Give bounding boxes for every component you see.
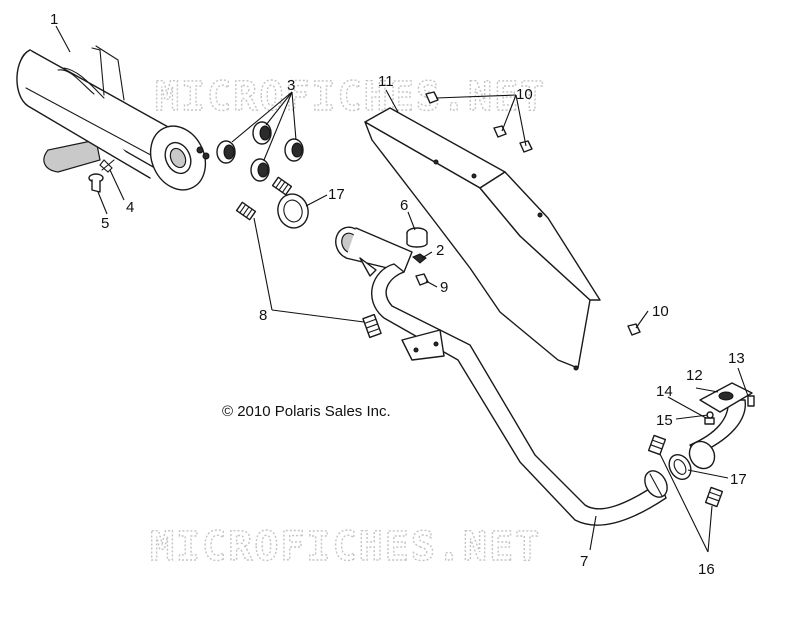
callout-4: 4: [126, 199, 134, 216]
callout-5: 5: [101, 215, 109, 232]
head-pipe-part-7[interactable]: [331, 223, 671, 526]
cap-part-6[interactable]: [406, 227, 428, 248]
callout-6: 6: [400, 197, 408, 214]
watermark-top: MICROFICHES.NET: [155, 74, 546, 120]
callout-1: 1: [50, 11, 58, 28]
grommets-part-3[interactable]: [216, 121, 304, 182]
gasket-part-17-upper[interactable]: [274, 191, 312, 232]
copyright-notice: © 2010 Polaris Sales Inc.: [222, 403, 391, 420]
callout-labels: 1 2 3 4 5 6 7 8 9 10 10 11 12 13 14 15 1…: [50, 11, 747, 578]
exhaust-elbow-part-12-13[interactable]: [685, 382, 755, 473]
callout-10b: 10: [652, 303, 669, 320]
screw-part-5[interactable]: [88, 173, 104, 193]
studs-part-14-15[interactable]: [704, 411, 715, 425]
callout-8: 8: [259, 307, 267, 324]
gasket-part-17-lower[interactable]: [665, 451, 695, 484]
bolt-part-9[interactable]: [415, 273, 429, 286]
callout-15: 15: [656, 412, 673, 429]
callout-3: 3: [287, 77, 295, 94]
leader-lines: [55, 25, 749, 553]
callout-2: 2: [436, 242, 444, 259]
callout-12: 12: [686, 367, 703, 384]
springs-part-8[interactable]: [235, 176, 382, 339]
callout-11: 11: [378, 73, 394, 90]
clip-part-4[interactable]: [99, 159, 115, 173]
callout-14: 14: [656, 383, 673, 400]
heat-shield-part-11[interactable]: [364, 107, 601, 371]
callout-9: 9: [440, 279, 448, 296]
nut-part-2[interactable]: [412, 253, 427, 264]
callout-17a: 17: [328, 186, 345, 203]
callout-17b: 17: [730, 471, 747, 488]
callout-10a: 10: [516, 86, 533, 103]
callout-16: 16: [698, 561, 715, 578]
callout-7: 7: [580, 553, 588, 570]
callout-13: 13: [728, 350, 745, 367]
springs-part-16[interactable]: [647, 434, 724, 508]
muffler-part-1[interactable]: [16, 45, 216, 199]
watermark-bottom: MICROFICHES.NET: [150, 524, 541, 570]
